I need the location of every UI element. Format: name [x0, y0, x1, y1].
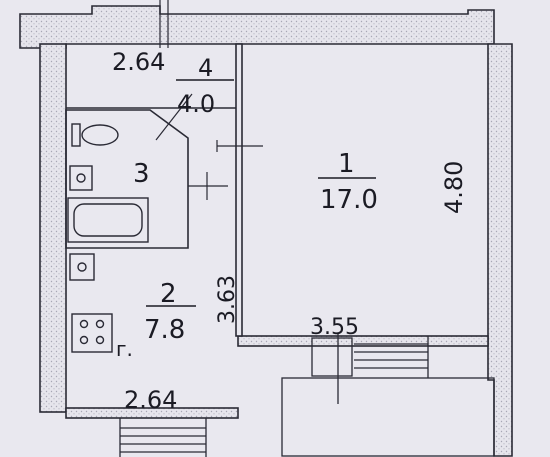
dim-room-1-width: 3.55 — [310, 315, 359, 340]
stove-icon — [71, 313, 113, 353]
labels: 2.64 4 4.0 3 1 17.0 4.80 2 7.8 3.63 3.55… — [112, 48, 468, 414]
wall-left — [39, 43, 67, 413]
wall-bottom-right — [237, 335, 489, 347]
room-4-area: 4.0 — [177, 90, 215, 118]
room-3-number: 3 — [133, 159, 150, 189]
wall-top — [19, 5, 495, 49]
room-2-area: 7.8 — [144, 315, 185, 345]
partitions — [66, 43, 243, 337]
room-1-number: 1 — [338, 149, 355, 179]
partition-main — [235, 43, 243, 337]
room-1-area: 17.0 — [320, 185, 378, 215]
outer-walls — [19, 5, 513, 457]
room-2-number: 2 — [160, 279, 177, 309]
label-leader — [155, 93, 193, 141]
dim-room-2-height: 3.63 — [215, 275, 240, 324]
dim-bottom-width: 2.64 — [124, 386, 177, 414]
bathroom-outline — [65, 109, 189, 249]
door-marks — [159, 0, 263, 200]
wall-bottom — [65, 407, 239, 419]
fixtures — [67, 123, 149, 353]
dim-room-1-height: 4.80 — [440, 161, 468, 214]
room-4-number: 4 — [198, 54, 213, 82]
bathtub-icon — [67, 197, 149, 243]
toilet-icon — [71, 123, 119, 147]
wall-right — [487, 43, 513, 457]
sink-icon — [69, 165, 93, 191]
dim-top-width: 2.64 — [112, 48, 165, 76]
kitchen-sink-icon — [69, 253, 95, 281]
stairs — [119, 334, 495, 457]
stove-mark: г. — [116, 337, 133, 361]
